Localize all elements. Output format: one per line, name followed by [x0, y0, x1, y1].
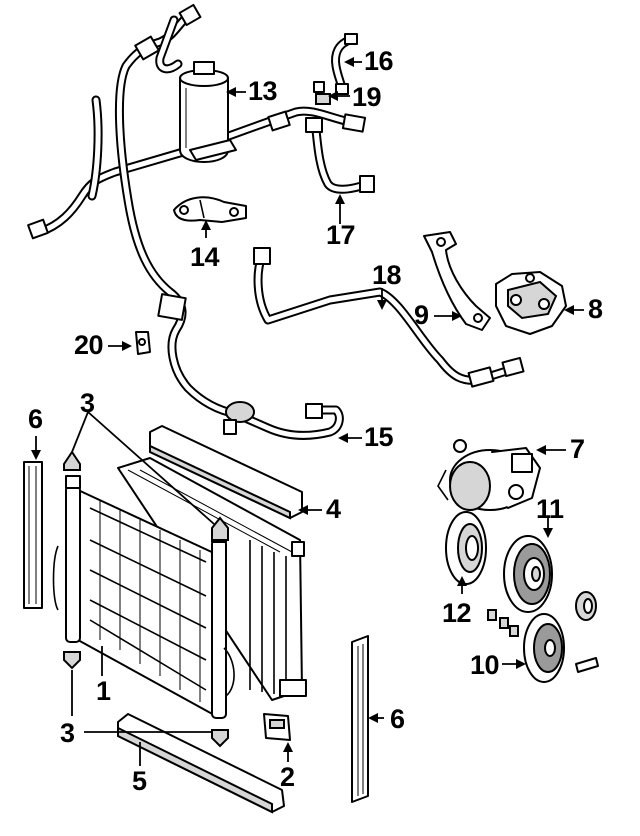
clutch-coil-12 [445, 511, 487, 585]
callout-10: 10 [470, 650, 500, 680]
callout-18: 18 [372, 260, 402, 290]
seal-6-right [351, 635, 369, 803]
callout-8: 8 [588, 294, 603, 324]
pressure-hose-16 [331, 33, 358, 95]
callout-1: 1 [96, 676, 111, 706]
callout-11: 11 [536, 494, 564, 524]
pressure-switch-19 [313, 81, 331, 105]
receiver-drier [179, 61, 237, 163]
callout-14: 14 [190, 242, 220, 272]
callout-16: 16 [364, 46, 394, 76]
callout-3-bottom: 3 [60, 718, 75, 748]
callout-19: 19 [352, 82, 382, 112]
seal-5 [117, 713, 285, 814]
cap-3-top-left [63, 450, 81, 471]
liquid-line-17 [305, 117, 375, 194]
callout-6-left: 6 [28, 404, 43, 434]
condenser-1 [52, 475, 235, 719]
clutch-hub-10 [523, 613, 565, 683]
callout-17: 17 [326, 220, 356, 250]
callout-13: 13 [248, 76, 278, 106]
callout-2: 2 [280, 762, 295, 792]
seal-6-left [23, 461, 43, 609]
callout-9: 9 [414, 300, 429, 330]
compressor-bracket-8 [495, 271, 567, 335]
callout-3-top: 3 [80, 388, 95, 418]
callout-7: 7 [570, 434, 585, 464]
clamp-20 [135, 331, 151, 355]
callout-6-right: 6 [390, 704, 405, 734]
clutch-small-parts [487, 591, 599, 673]
liquid-line-18 [253, 247, 525, 388]
compressor-7 [437, 439, 541, 511]
callout-5: 5 [132, 766, 147, 796]
bracket-2 [263, 713, 291, 741]
pulley-11 [503, 535, 553, 613]
leader-lines [31, 57, 584, 766]
cap-3-bottom-right [211, 729, 229, 748]
bracket-14 [173, 196, 247, 223]
discharge-hose-15 [223, 401, 344, 440]
callout-15: 15 [364, 422, 394, 452]
suction-hose-assembly [27, 95, 367, 240]
cap-3-top-right [211, 516, 229, 541]
bracket-9 [423, 231, 491, 331]
cap-3-bottom-left [63, 651, 81, 670]
discharge-hose-assembly [114, 3, 241, 419]
callout-20: 20 [74, 330, 104, 360]
callout-12: 12 [442, 598, 472, 628]
callout-4: 4 [326, 494, 341, 524]
